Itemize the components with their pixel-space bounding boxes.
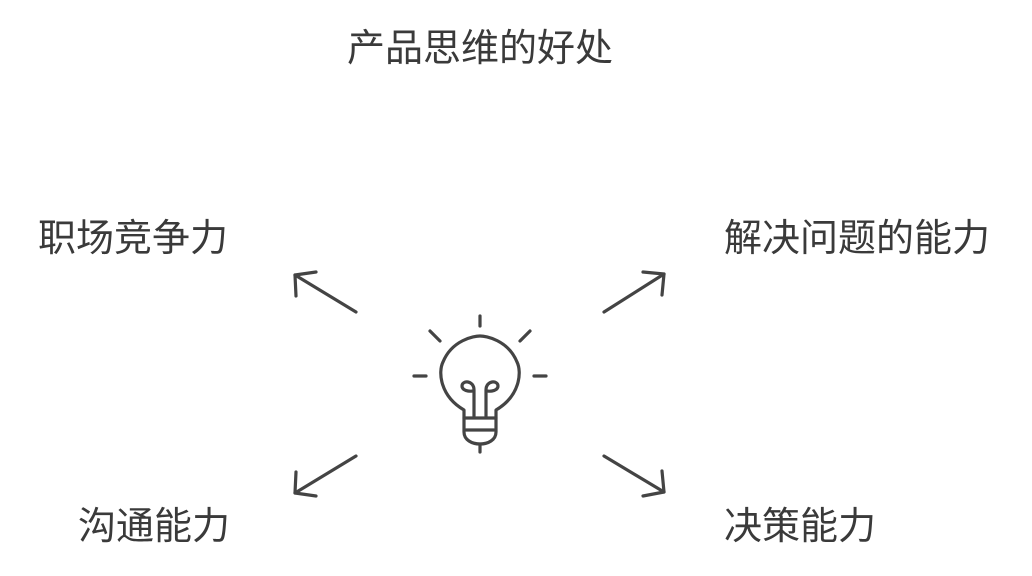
arrow-top-left-head — [293, 270, 318, 298]
arrow-bottom-left-shaft — [293, 454, 358, 495]
lightbulb-ray-top-right — [518, 329, 532, 343]
arrow-bottom-right-shaft — [602, 454, 666, 494]
branch-label-top-left: 职场竞争力 — [38, 216, 229, 260]
branch-label-top-right: 解决问题的能力 — [724, 216, 991, 260]
diagram-title: 产品思维的好处 — [346, 26, 613, 70]
arrow-bottom-left — [293, 454, 358, 498]
arrow-bottom-left-head — [293, 470, 318, 498]
branch-label-bottom-right: 决策能力 — [724, 504, 877, 548]
arrow-top-right-shaft — [602, 272, 666, 314]
arrow-top-left — [293, 270, 358, 314]
arrow-top-right-head — [641, 270, 666, 297]
arrow-top-right — [602, 270, 666, 314]
lightbulb-ray-top-left — [428, 329, 442, 343]
lightbulb-filament-right — [484, 380, 500, 418]
branch-label-bottom-left: 沟通能力 — [78, 504, 231, 548]
lightbulb-icon — [412, 314, 548, 454]
lightbulb-filament-left — [460, 380, 476, 418]
lightbulb-glass — [439, 334, 521, 420]
arrow-bottom-right-head — [641, 469, 666, 498]
arrow-bottom-right — [602, 454, 666, 498]
arrow-top-left-shaft — [293, 273, 358, 314]
